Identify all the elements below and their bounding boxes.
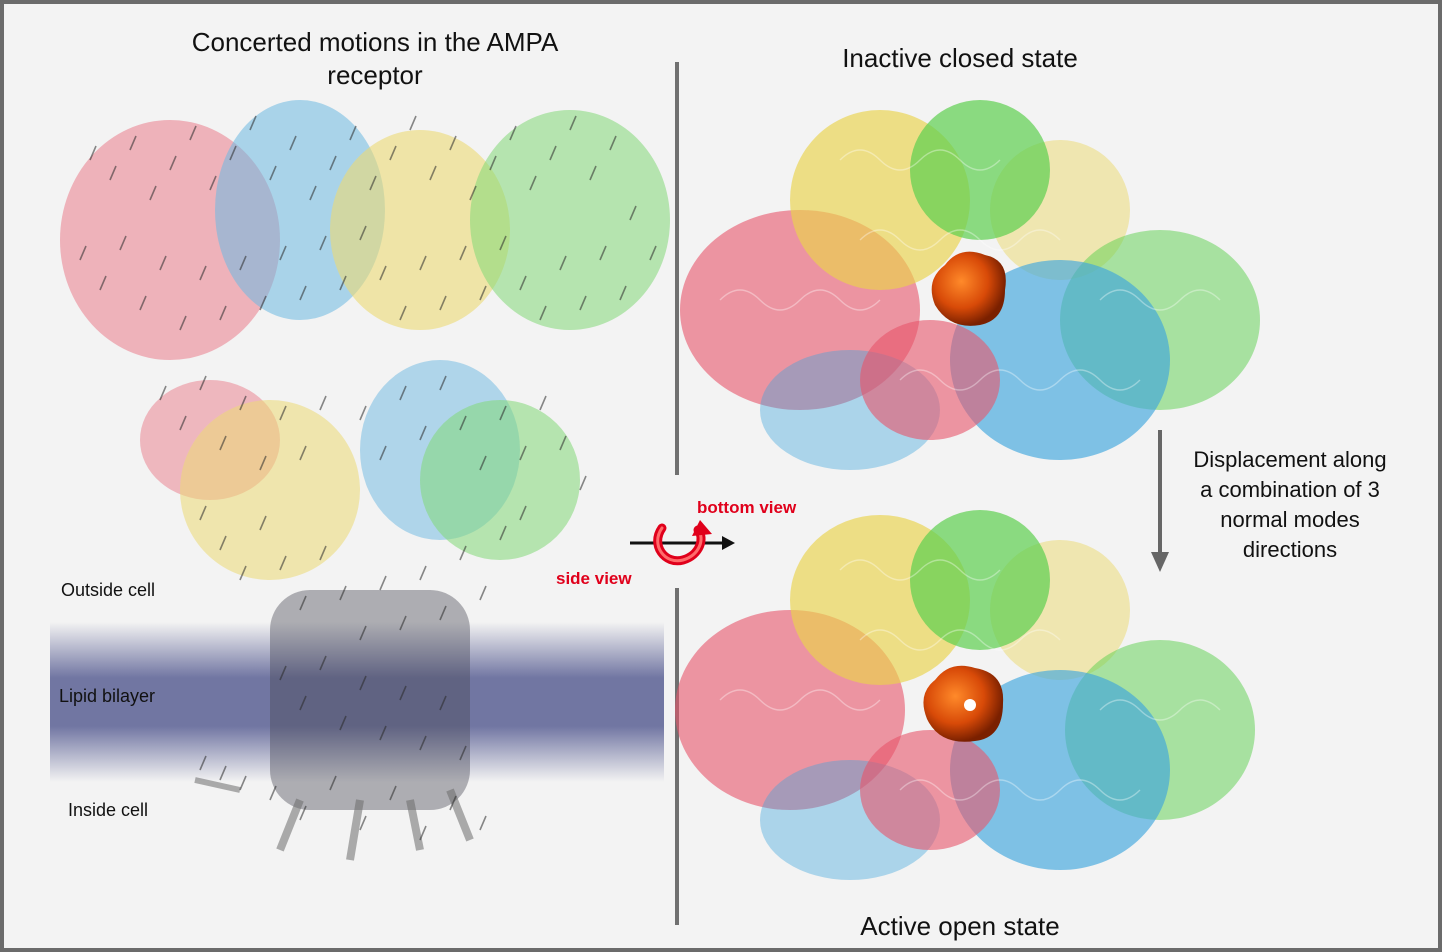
normal-mode-vectors [79,115,657,841]
rotation-arrow-icon [630,520,735,566]
side-view-label: side view [556,569,632,588]
displacement-line4: directions [1242,537,1338,562]
left-panel-title: Concerted motions in the AMPA receptor [100,26,650,92]
subunit-green-mid [420,400,580,560]
inside-cell-label: Inside cell [68,800,149,820]
lipid-bilayer-band [50,622,664,782]
open-pore-opening [964,699,976,711]
closed-subunit-green [910,100,1050,240]
subunit-red-top [60,120,280,360]
displacement-line3: normal modes [1220,507,1360,532]
closed-subunit-red-2 [860,320,1000,440]
displacement-line1: Displacement along [1193,447,1387,472]
left-title-line2: receptor [327,60,423,90]
lipid-bilayer-label: Lipid bilayer [59,686,156,706]
bottom-view-label: bottom view [697,498,797,517]
subunit-blue-mid [360,360,520,540]
subunit-blue-top [215,100,385,320]
closed-subunit-blue [950,260,1170,460]
displacement-description: Displacement along a combination of 3 no… [1170,445,1410,565]
open-subunit-green [910,510,1050,650]
open-subunit-blue [950,670,1170,870]
displacement-line2: a combination of 3 [1200,477,1380,502]
open-state-bottom-view [675,510,1255,880]
subunit-green-top [470,110,670,330]
displacement-arrow [1151,430,1169,572]
open-state-title: Active open state [860,911,1060,941]
outside-cell-label: Outside cell [61,580,156,600]
left-title-line1: Concerted motions in the AMPA [191,27,559,57]
subunit-yellow-mid [180,400,360,580]
open-pore [923,665,1004,742]
subunit-red-mid [140,380,280,500]
closed-state-bottom-view [680,100,1260,470]
open-subunit-red-2 [860,730,1000,850]
closed-pore [931,251,1006,326]
transmembrane-domain [270,590,470,810]
closed-state-title: Inactive closed state [842,43,1078,73]
